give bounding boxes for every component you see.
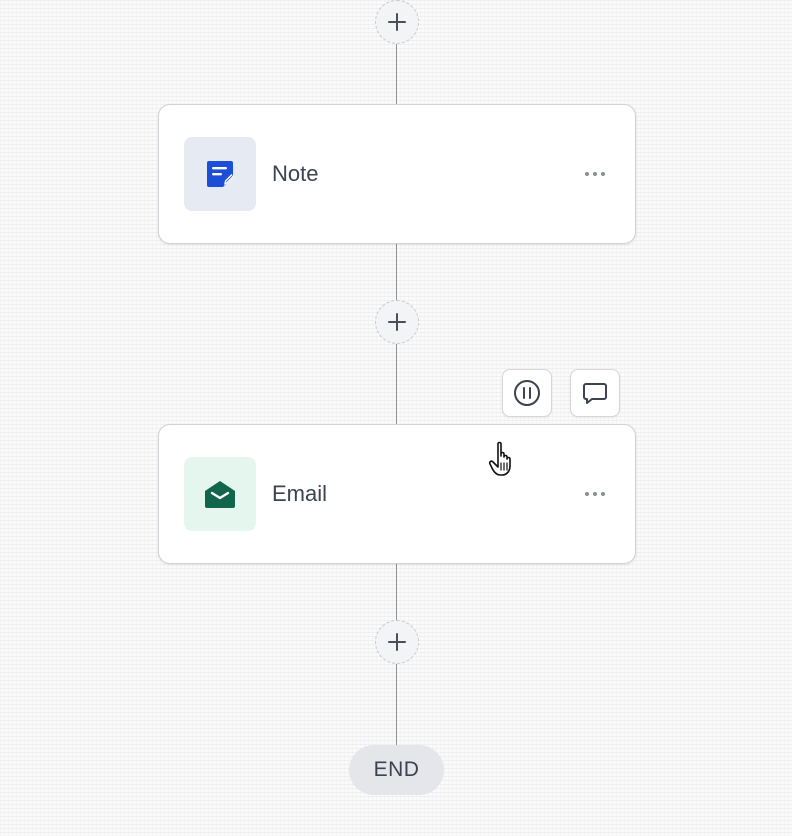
comment-icon	[583, 383, 607, 404]
more-icon	[585, 172, 589, 176]
note-icon-box	[184, 137, 256, 211]
envelope-open-icon	[205, 481, 235, 508]
step-card-note[interactable]: Note	[158, 104, 636, 244]
hand-pointer-cursor-icon	[488, 441, 511, 476]
step-title: Email	[272, 481, 328, 506]
add-step-button[interactable]	[375, 300, 419, 344]
pause-button[interactable]	[502, 369, 552, 417]
email-icon-box	[184, 457, 256, 531]
step-title: Note	[272, 161, 319, 186]
end-node: END	[349, 745, 444, 795]
plus-icon	[388, 313, 406, 331]
step-card-email[interactable]: Email	[158, 424, 636, 564]
more-options-button[interactable]	[577, 482, 613, 506]
connector-line	[396, 0, 397, 104]
more-options-button[interactable]	[577, 162, 613, 186]
add-step-button[interactable]	[375, 0, 419, 44]
pause-icon	[514, 380, 540, 406]
note-icon	[207, 161, 234, 187]
more-icon	[585, 492, 589, 496]
add-step-button[interactable]	[375, 620, 419, 664]
plus-icon	[388, 633, 406, 651]
plus-icon	[388, 13, 406, 31]
comment-button[interactable]	[570, 369, 620, 417]
